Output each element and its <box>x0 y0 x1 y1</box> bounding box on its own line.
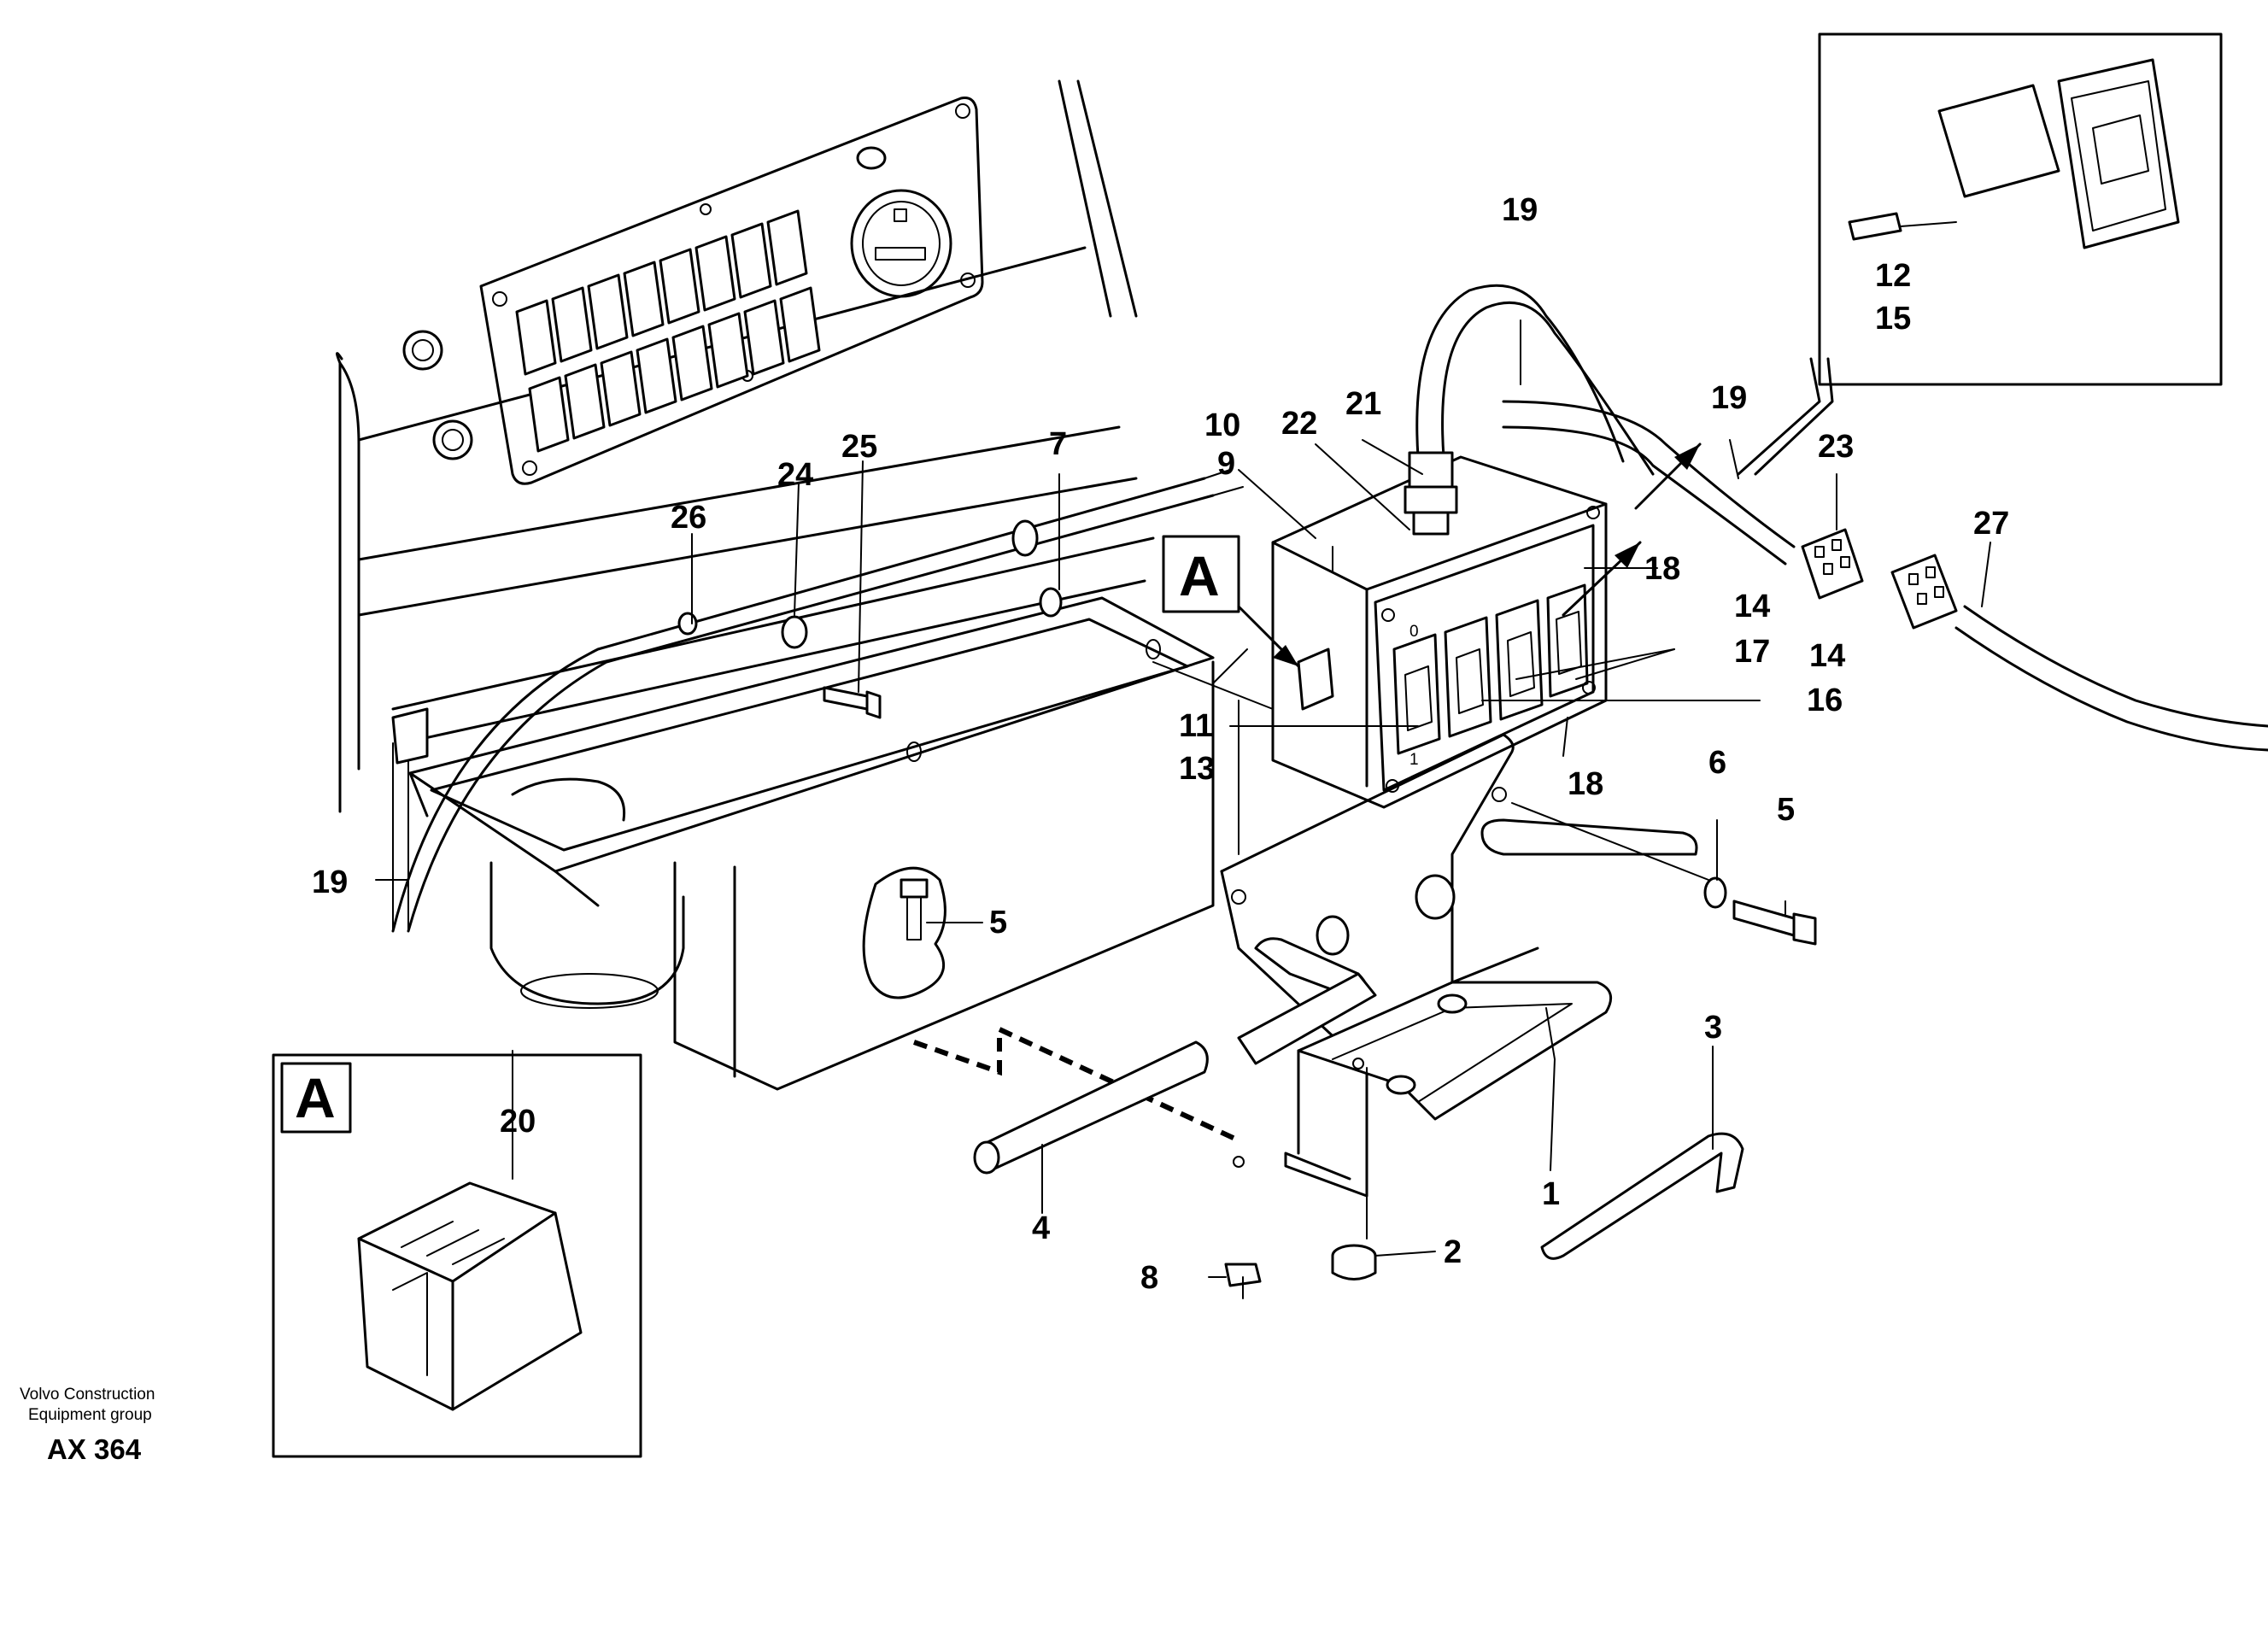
switch-box: 0 1 <box>1271 455 1608 809</box>
callout-18-lower: 18 <box>1568 766 1603 802</box>
callout-19-left: 19 <box>312 864 348 900</box>
footer-company-line1: Volvo Construction <box>20 1386 155 1404</box>
callout-1: 1 <box>1542 1176 1560 1212</box>
footer-drawing-code: AX 364 <box>47 1433 142 1465</box>
detail-marker-box <box>1162 535 1240 613</box>
callout-11: 11 <box>1179 708 1213 744</box>
footer-company-line2: Equipment group <box>28 1406 152 1424</box>
callout-27: 27 <box>1973 506 2009 542</box>
callout-8: 8 <box>1140 1260 1158 1296</box>
callout-16: 16 <box>1807 683 1843 718</box>
callout-5-bracket: 5 <box>1777 792 1795 828</box>
callout-15: 15 <box>1875 301 1911 337</box>
rotary-knobs <box>402 330 473 460</box>
switch-panel-plate <box>479 97 984 485</box>
mounting-bracket <box>1220 733 1698 1198</box>
detail-box-switch <box>1818 32 2223 386</box>
switch-symbol-0: 0 <box>1409 623 1419 641</box>
callout-17: 17 <box>1734 634 1770 670</box>
dashed-cable-route <box>913 1025 1240 1143</box>
callout-22: 22 <box>1281 406 1317 442</box>
callout-10: 10 <box>1204 407 1240 443</box>
callout-13: 13 <box>1179 751 1215 787</box>
connector-23 <box>1801 528 1864 600</box>
cable-gland <box>1404 451 1458 536</box>
rocker-switch-2 <box>1444 616 1492 738</box>
switch-row-upper <box>515 209 808 376</box>
callout-23: 23 <box>1818 429 1854 465</box>
callout-25: 25 <box>841 429 877 465</box>
callout-5-slot: 5 <box>989 905 1007 941</box>
hose-4 <box>973 972 1377 1175</box>
callout-7: 7 <box>1049 426 1067 462</box>
detail-marker-label: A <box>1179 544 1220 607</box>
callout-12: 12 <box>1875 258 1911 294</box>
switch-row-lower <box>528 286 821 453</box>
detail-box-relay-label: A <box>295 1066 336 1129</box>
callout-14-upper: 14 <box>1734 589 1770 624</box>
rocker-switch-1 <box>1392 633 1441 755</box>
gauge-dial <box>850 189 952 298</box>
callout-18-upper: 18 <box>1644 551 1680 587</box>
callout-19-top: 19 <box>1502 192 1538 228</box>
callout-6: 6 <box>1708 745 1726 781</box>
cable-harness <box>391 284 2268 933</box>
rocker-switch-3 <box>1495 599 1544 721</box>
callout-2: 2 <box>1444 1234 1462 1270</box>
connector-27 <box>1890 554 1958 630</box>
rocker-switch-4 <box>1546 583 1589 698</box>
console-tray <box>408 596 1248 1091</box>
hardware <box>677 519 1817 1287</box>
rod-3 <box>1540 1132 1744 1260</box>
detail-box-relay <box>272 1050 642 1458</box>
callout-24: 24 <box>777 457 813 493</box>
callout-21: 21 <box>1345 386 1381 422</box>
callout-26: 26 <box>671 500 706 536</box>
callout-9: 9 <box>1217 446 1235 482</box>
callout-20: 20 <box>500 1104 536 1140</box>
callout-19-right: 19 <box>1711 380 1747 416</box>
leader-lines <box>375 319 1991 1299</box>
callout-14-lower: 14 <box>1809 638 1845 674</box>
callout-4: 4 <box>1032 1210 1050 1246</box>
switch-symbol-1: 1 <box>1409 751 1419 769</box>
dashboard-panel <box>336 79 1155 932</box>
callout-3: 3 <box>1704 1010 1722 1046</box>
